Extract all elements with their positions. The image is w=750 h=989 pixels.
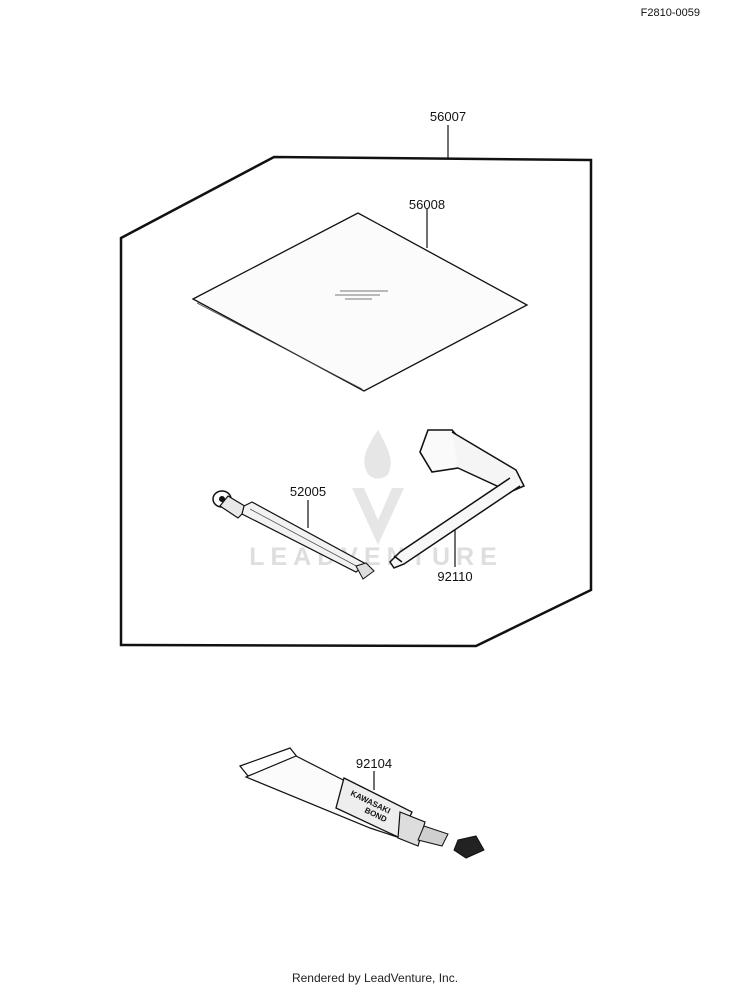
label-56007: 56007 [430,109,466,124]
owners-manual [191,212,529,392]
label-92104: 92104 [356,756,392,771]
label-52005: 52005 [290,484,326,499]
spark-plug-wrench [389,429,526,569]
watermark-text: LEADVENTURE [249,543,503,571]
label-92110: 92110 [437,569,472,584]
bond-tube [239,747,485,859]
screwdriver [212,490,375,580]
kit-boundary [119,155,593,648]
diagram-code: F2810-0059 [641,7,700,19]
watermark-logo [352,430,404,545]
footer-credit: Rendered by LeadVenture, Inc. [292,971,458,985]
label-56008: 56008 [409,197,445,212]
